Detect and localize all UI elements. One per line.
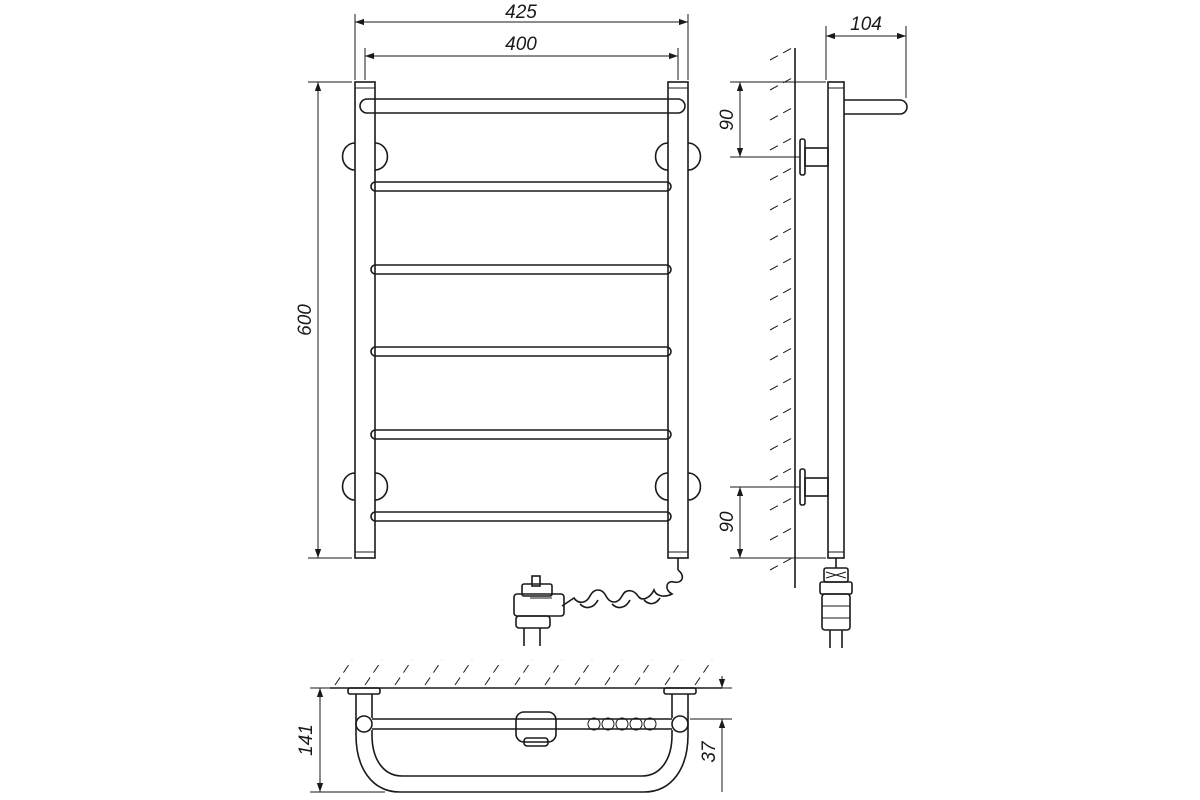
dim-label-141: 141 — [296, 724, 317, 756]
side-brackets — [799, 138, 829, 506]
power-cord — [561, 558, 684, 609]
rung — [370, 181, 672, 192]
left-upright — [354, 81, 376, 559]
side-plug-icon — [819, 558, 853, 648]
top-heater-icon — [515, 711, 657, 747]
dim-label-90-top: 90 — [717, 109, 738, 131]
mount-brackets — [341, 142, 702, 501]
dim-side-depth: 104 — [825, 14, 907, 98]
rungs — [370, 181, 672, 522]
rung — [370, 511, 672, 522]
dim-center-width: 400 — [364, 34, 679, 80]
side-view: 104 90 90 — [717, 14, 908, 648]
wall-hatch — [769, 47, 793, 571]
top-mounts — [347, 687, 697, 718]
top-frame — [355, 718, 689, 793]
front-view: 425 400 600 — [295, 2, 702, 646]
dim-top-bar-offset: 37 — [690, 676, 732, 792]
dim-side-top-offset: 90 — [717, 81, 826, 158]
dim-label-37: 37 — [699, 740, 720, 763]
rung — [370, 429, 672, 440]
dim-label-90-bottom: 90 — [717, 511, 738, 533]
dim-label-104: 104 — [850, 14, 882, 35]
dim-label-400: 400 — [505, 34, 537, 55]
top-wall-hatch — [334, 659, 713, 686]
dim-label-425: 425 — [505, 2, 537, 23]
top-view: 141 37 — [296, 659, 732, 793]
side-upright — [827, 81, 845, 559]
dim-side-bottom-offset: 90 — [717, 486, 826, 559]
right-upright — [667, 81, 689, 559]
rung — [370, 346, 672, 357]
side-top-bar — [844, 99, 908, 115]
dim-label-600: 600 — [295, 304, 316, 336]
plug-icon — [513, 575, 565, 646]
dim-overall-width: 425 — [354, 2, 689, 80]
top-bar — [359, 98, 686, 114]
dim-top-depth: 141 — [296, 687, 385, 793]
dim-height: 600 — [295, 81, 352, 559]
rung — [370, 264, 672, 275]
